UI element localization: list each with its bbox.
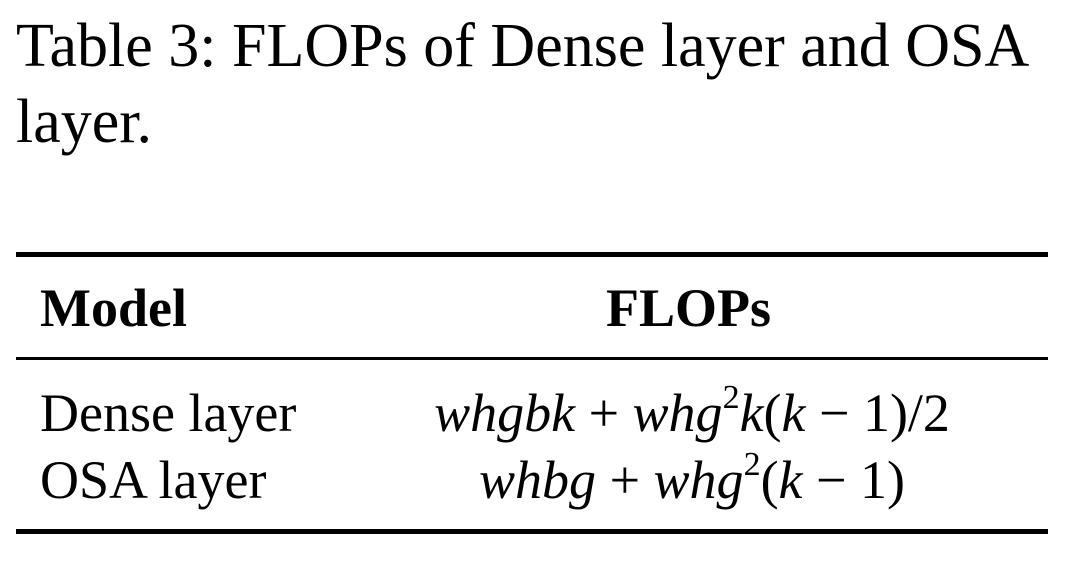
table-bottom-rule (16, 529, 1048, 534)
row-osa-layer-model: OSA layer (40, 450, 267, 510)
formula-tail: − 1) (802, 450, 905, 510)
formula-operator: + (575, 383, 633, 443)
table-header-rule (16, 357, 1048, 360)
formula-term: whg (653, 450, 744, 510)
formula-paren: ( (763, 383, 782, 443)
formula-term: whgbk (434, 383, 576, 443)
formula-term: k (739, 383, 764, 443)
column-header-flops: FLOPs (606, 278, 772, 338)
formula-term: whbg (479, 450, 597, 510)
column-header-model: Model (40, 278, 187, 338)
formula-paren: ( (760, 450, 779, 510)
formula-operator: + (596, 450, 654, 510)
formula-exponent: 2 (722, 379, 740, 416)
table-caption: Table 3: FLOPs of Dense layer and OSA la… (16, 12, 1026, 156)
table-top-rule (16, 252, 1048, 257)
formula-exponent: 2 (743, 446, 761, 483)
formula-term: k (781, 383, 806, 443)
formula-tail: − 1)/2 (805, 383, 950, 443)
row-dense-layer-flops: whgbk + whg2k(k − 1)/2 (352, 381, 1032, 444)
row-osa-layer-flops: whbg + whg2(k − 1) (352, 448, 1032, 511)
row-dense-layer-model: Dense layer (40, 383, 297, 443)
formula-term: k (778, 450, 803, 510)
formula-term: whg (632, 383, 723, 443)
